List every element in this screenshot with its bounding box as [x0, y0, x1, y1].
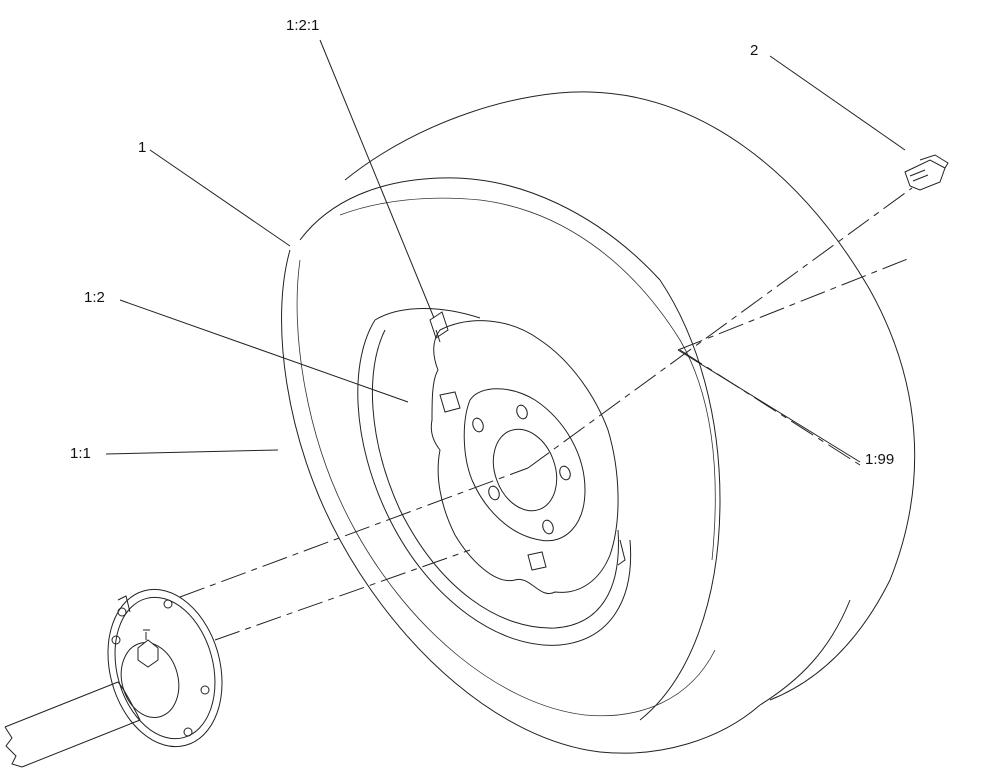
callout-1-1: 1:1 — [70, 445, 91, 462]
tire — [281, 91, 916, 754]
callout-1-99: 1:99 — [865, 451, 894, 468]
lug-bolt — [904, 154, 949, 191]
axle-hub — [107, 588, 223, 748]
callout-2: 2 — [750, 42, 758, 59]
callout-labels: 1 1:2:1 2 1:2 1:1 1:99 — [70, 17, 894, 468]
callout-1-2-1: 1:2:1 — [286, 17, 319, 34]
callout-1: 1 — [138, 139, 146, 156]
axle-shaft — [4, 681, 141, 768]
leader-lines — [105, 39, 906, 463]
callout-1-2: 1:2 — [84, 289, 105, 306]
center-lines — [179, 187, 913, 641]
wheel-rim — [357, 308, 632, 646]
